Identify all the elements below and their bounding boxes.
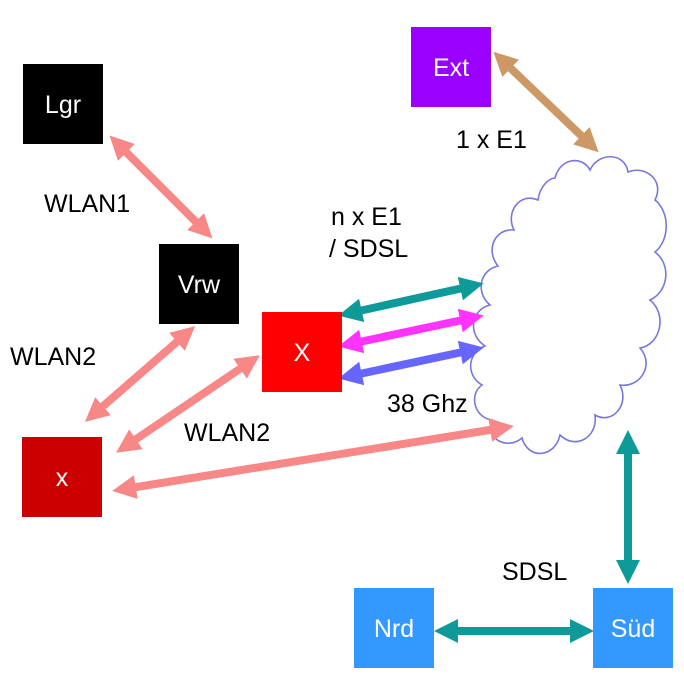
link-xmain-cloud-ghz <box>338 340 484 386</box>
node-sued-label: Süd <box>611 615 655 643</box>
node-ext-label: Ext <box>433 54 469 82</box>
label-sdsl-slash: / SDSL <box>329 235 408 263</box>
label-wlan2-mid: WLAN2 <box>184 419 270 447</box>
label-38ghz: 38 Ghz <box>387 390 468 418</box>
network-cloud <box>469 156 667 455</box>
node-vrw-label: Vrw <box>178 271 221 299</box>
link-xmain-cloud-e1 <box>338 276 484 323</box>
node-sued: Süd <box>593 588 673 668</box>
node-x-small-label: x <box>56 464 69 492</box>
node-nrd-label: Nrd <box>374 615 414 643</box>
node-x-main-label: X <box>294 339 311 367</box>
node-lgr-label: Lgr <box>45 91 81 119</box>
link-xsmall-cloud <box>112 418 514 499</box>
node-nrd: Nrd <box>354 588 434 668</box>
link-xmain-cloud-magenta <box>338 308 484 354</box>
label-wlan2-left: WLAN2 <box>10 343 96 371</box>
label-nxe1: n x E1 <box>331 203 402 231</box>
link-ext-cloud <box>493 51 599 153</box>
link-lgr-vrw <box>109 135 213 239</box>
label-wlan1: WLAN1 <box>44 190 130 218</box>
node-x-small: x <box>22 437 102 517</box>
node-lgr: Lgr <box>23 64 103 144</box>
label-1xe1: 1 x E1 <box>456 126 527 154</box>
label-sdsl: SDSL <box>502 558 567 586</box>
node-vrw: Vrw <box>159 244 239 324</box>
node-ext: Ext <box>411 27 491 107</box>
link-vrw-xsmall <box>84 326 196 422</box>
node-x-main: X <box>262 312 342 392</box>
